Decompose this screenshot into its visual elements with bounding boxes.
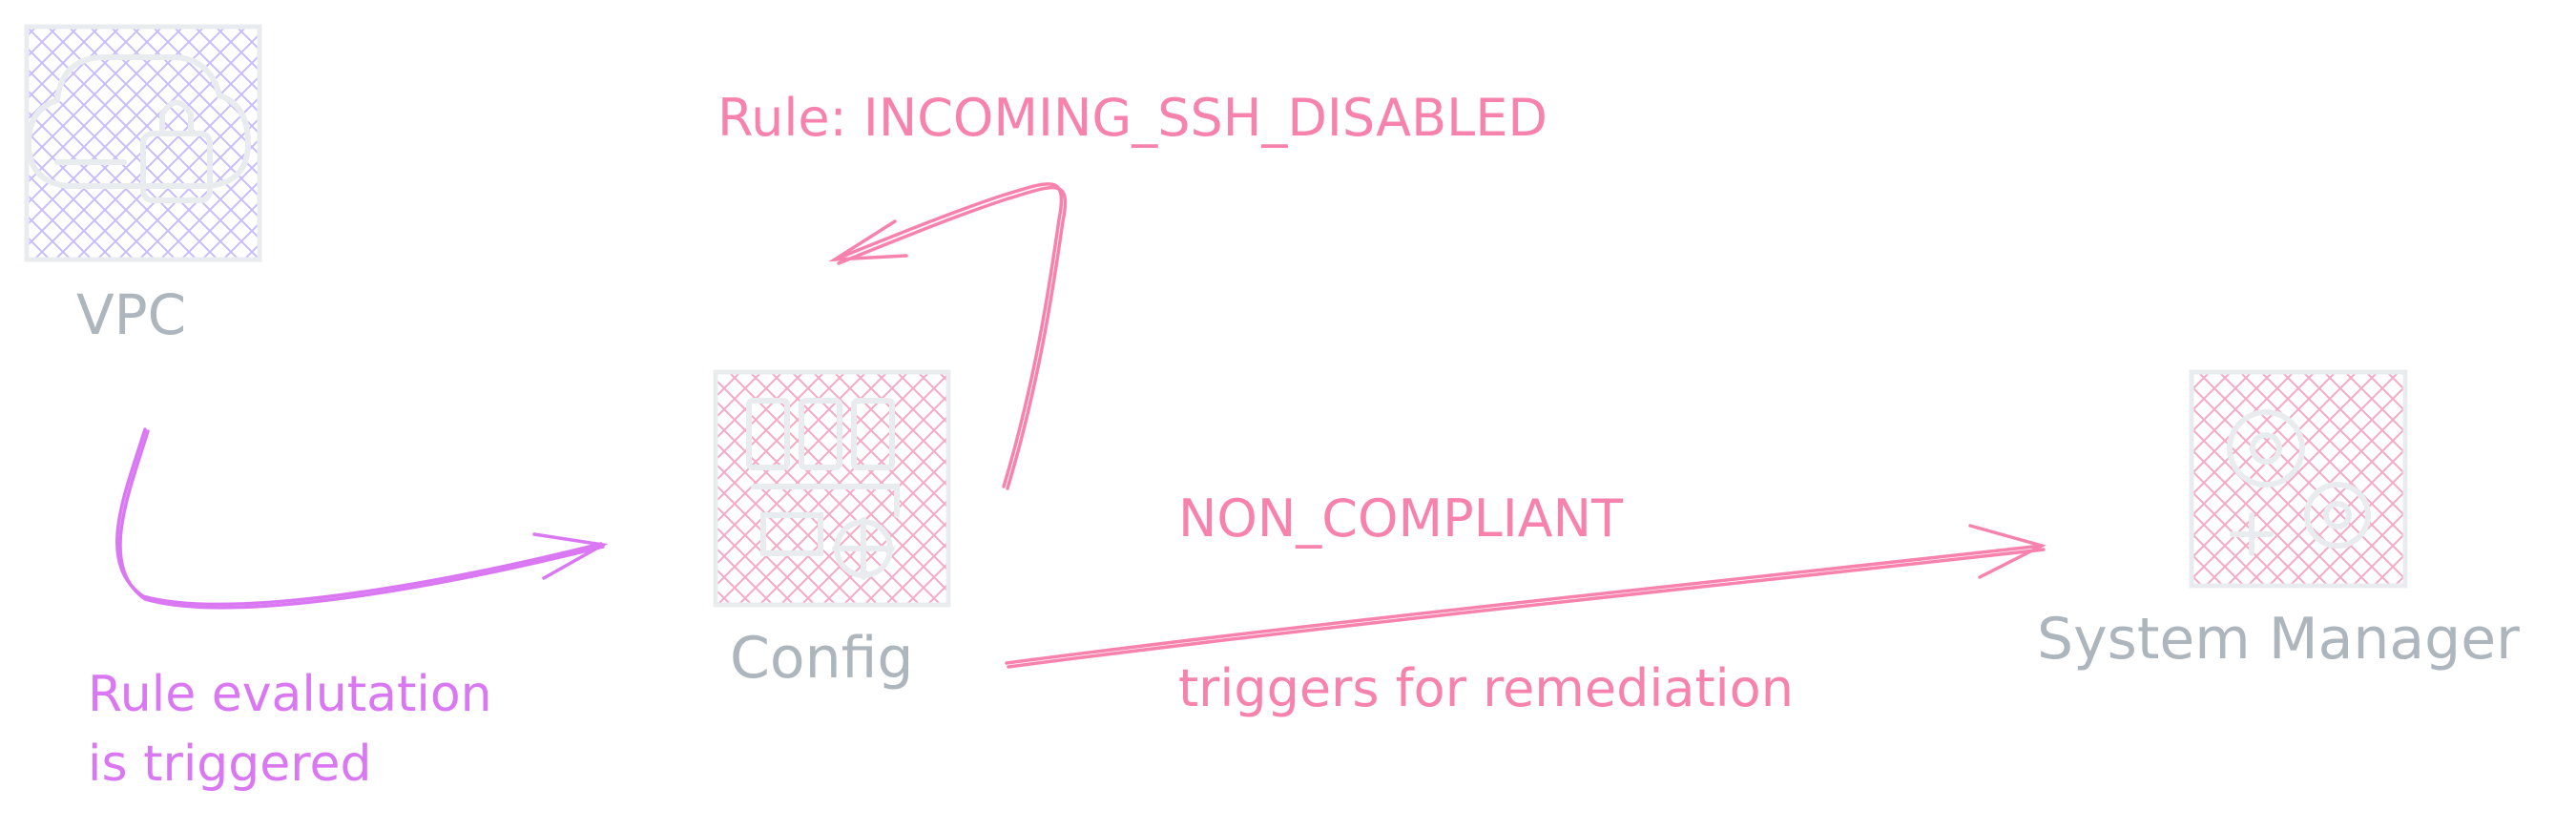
config-to-system-manager-arrow (1005, 524, 2046, 669)
config-label: Config (730, 625, 914, 692)
vpc-node[interactable]: VPC (24, 24, 262, 347)
rule-evaluation-label-line2: is triggered (88, 736, 372, 793)
non-compliant-label: NON_COMPLIANT (1178, 488, 1624, 549)
vpc-icon (24, 24, 262, 262)
system-manager-label: System Manager (2037, 606, 2520, 673)
rule-evaluation-label-line1: Rule evalutation (88, 666, 492, 723)
remediation-label: triggers for remediation (1178, 658, 1794, 718)
systems-manager-icon (2189, 369, 2408, 589)
config-rule-arrow (828, 182, 1068, 490)
vpc-label: VPC (76, 282, 186, 347)
config-icon (713, 369, 951, 608)
config-node[interactable]: Config (713, 369, 951, 692)
rule-name-label: Rule: INCOMING_SSH_DISABLED (717, 88, 1548, 148)
vpc-to-config-arrow (115, 427, 609, 610)
system-manager-node[interactable]: System Manager (2037, 369, 2520, 673)
